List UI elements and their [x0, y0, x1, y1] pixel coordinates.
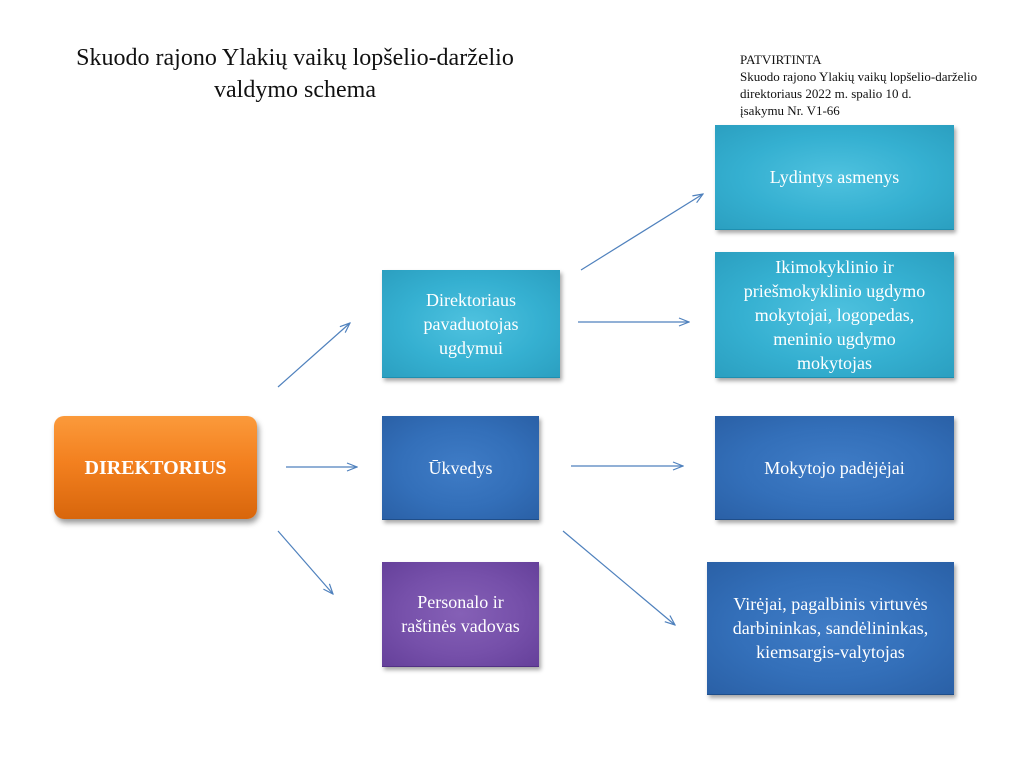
approval-line-3: direktoriaus 2022 m. spalio 10 d.: [740, 86, 912, 101]
page-title: Skuodo rajono Ylakių vaikų lopšelio-darž…: [40, 42, 550, 106]
approval-line-2: Skuodo rajono Ylakių vaikų lopšelio-darž…: [740, 69, 978, 84]
approval-line-4: įsakymu Nr. V1-66: [740, 103, 840, 118]
deputy-line-3: ugdymui: [438, 337, 503, 358]
personnel-line-1: Personalo ir: [417, 592, 504, 612]
kitchen-line-2: darbininkas, sandėlininkas,: [732, 618, 929, 638]
arrow-director-to-deputy: [277, 323, 350, 388]
arrow-deputy-to-assistants: [580, 194, 703, 271]
personnel-line-2: raštinės vadovas: [401, 616, 520, 636]
director-box: DIREKTORIUS: [54, 416, 257, 519]
approval-line-1: PATVIRTINTA: [740, 52, 822, 67]
teacher-assistants-label: Mokytojo padėjėjai: [764, 457, 905, 478]
personnel-box: Personalo ir raštinės vadovas: [382, 562, 539, 667]
approval-note: PATVIRTINTA Skuodo rajono Ylakių vaikų l…: [740, 51, 1020, 119]
assistants-label: Lydintys asmenys: [769, 167, 900, 187]
ukvedys-label: Ūkvedys: [428, 457, 493, 478]
assistants-box: Lydintys asmenys: [715, 125, 954, 230]
title-line-2: valdymo schema: [214, 77, 376, 103]
ukvedys-box: Ūkvedys: [382, 416, 539, 520]
deputy-box: Direktoriaus pavaduotojas ugdymui: [382, 270, 560, 378]
teachers-box: Ikimokyklinio ir priešmokyklinio ugdymo …: [715, 252, 954, 378]
teacher-assistants-box: Mokytojo padėjėjai: [715, 416, 954, 520]
teachers-line-5: mokytojas: [797, 352, 872, 373]
title-line-1: Skuodo rajono Ylakių vaikų lopšelio-darž…: [76, 45, 514, 71]
deputy-line-1: Direktoriaus: [426, 289, 516, 310]
kitchen-line-3: kiemsargis-valytojas: [756, 642, 905, 662]
arrow-ukvedys-to-kitchen: [562, 530, 675, 625]
teachers-line-3: mokytojai, logopedas,: [754, 304, 915, 325]
deputy-line-2: pavaduotojas: [423, 313, 519, 334]
teachers-line-2: priešmokyklinio ugdymo: [743, 280, 926, 301]
teachers-line-1: Ikimokyklinio ir: [775, 256, 894, 277]
director-label: DIREKTORIUS: [84, 456, 227, 479]
kitchen-staff-box: Virėjai, pagalbinis virtuvės darbininkas…: [707, 562, 954, 695]
kitchen-line-1: Virėjai, pagalbinis virtuvės: [733, 594, 928, 614]
teachers-line-4: meninio ugdymo: [773, 328, 896, 349]
arrow-director-to-personnel: [277, 530, 333, 594]
